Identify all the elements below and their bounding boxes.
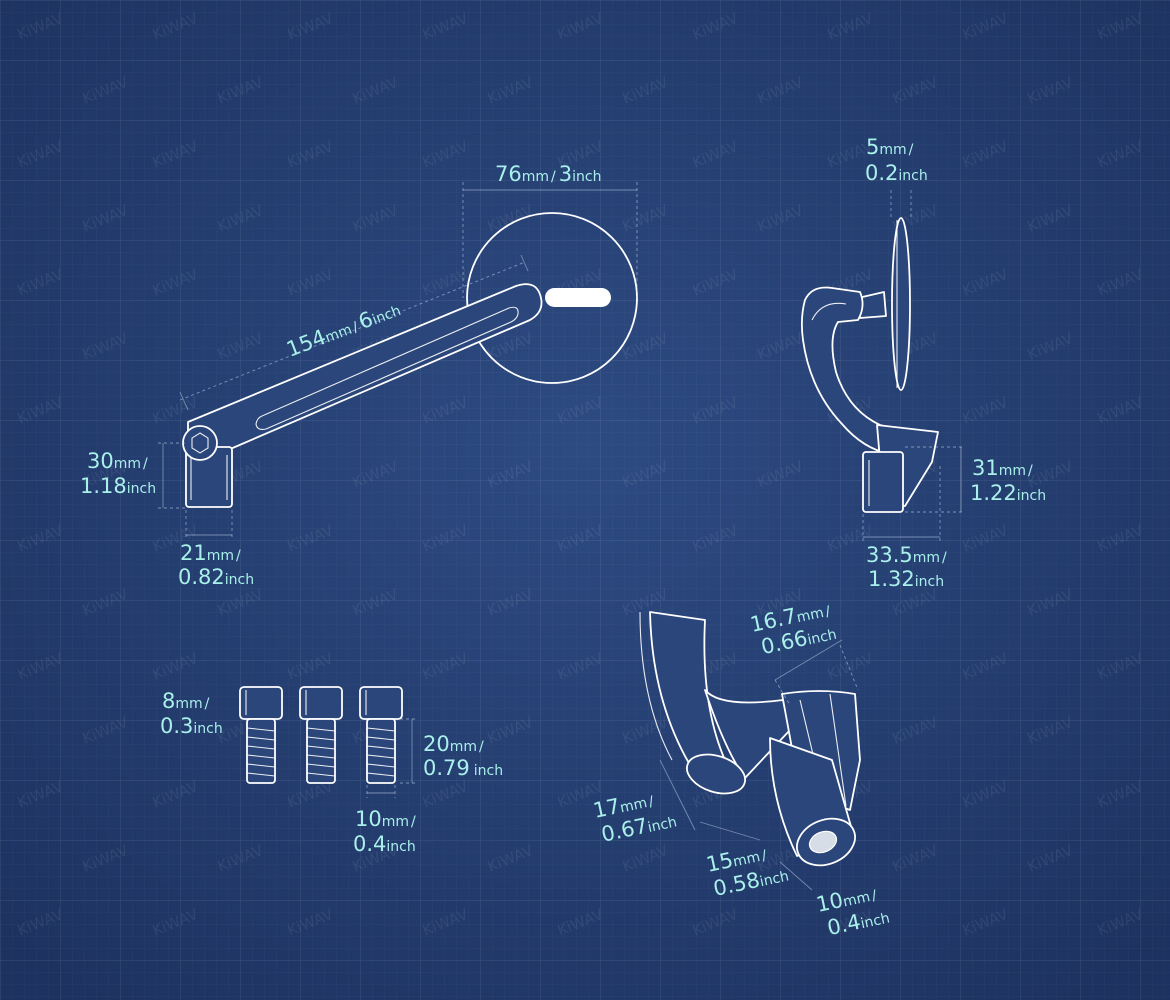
- bolts: [239, 686, 416, 798]
- mirror-led-strip: [545, 288, 611, 307]
- side-width-extension: [862, 466, 941, 542]
- side-arm: [800, 286, 901, 456]
- detail-outer-ring: [686, 753, 746, 795]
- arm-length-ticks: [179, 254, 529, 411]
- mount-top-extension: [774, 644, 859, 706]
- front-view: [158, 182, 638, 540]
- mount-top-line: [774, 639, 843, 681]
- bolt-head-inch-label: 0.3inch: [160, 714, 223, 738]
- bolt-diameter-extension: [366, 785, 396, 798]
- svg-text:17mm/: 17mm/: [591, 787, 656, 823]
- dimension-labels: 76mm/3inch 154mm/6inch 30mm/ 1.18inch 21…: [80, 135, 1046, 941]
- side-width-label: 33.5mm/: [866, 543, 947, 567]
- mount-bore-line: [779, 861, 813, 891]
- bolt-length-extension: [400, 718, 416, 784]
- svg-text:15mm/: 15mm/: [704, 841, 769, 877]
- bolt: [359, 686, 403, 784]
- mirror-thickness-extension: [890, 190, 912, 218]
- mirror-diameter-label: 76mm/3inch: [495, 162, 601, 186]
- mount-outer-line: [659, 759, 696, 831]
- bolt-diameter-inch-label: 0.4inch: [353, 832, 416, 856]
- detail-arm-edge: [639, 611, 673, 761]
- bolt-length-label: 20mm/: [423, 732, 484, 756]
- svg-text:10mm/: 10mm/: [814, 881, 879, 917]
- side-view: [800, 190, 965, 542]
- arm-length-line: [179, 261, 526, 401]
- base-width-inch-label: 0.82inch: [178, 565, 254, 589]
- arm-slot: [255, 306, 519, 430]
- arm-pivot: [182, 425, 218, 461]
- bolt-diameter-label: 10mm/: [355, 807, 416, 831]
- mirror-diameter-extension: [462, 182, 638, 298]
- bolt-head-label: 8mm/: [162, 689, 210, 713]
- side-height-inch-label: 1.22inch: [970, 481, 1046, 505]
- base-height-extension: [158, 442, 186, 509]
- front-mount-edge: [190, 455, 228, 500]
- mount-outer-label: 17mm/ 0.67inch: [591, 787, 678, 847]
- mount-hole-line: [699, 821, 761, 841]
- svg-text:0.4inch: 0.4inch: [825, 904, 891, 941]
- side-arm-contour: [811, 302, 847, 321]
- side-mount-base: [862, 451, 904, 513]
- mount-bore-label: 10mm/ 0.4inch: [814, 881, 891, 941]
- bolt: [239, 686, 283, 784]
- bolt: [299, 686, 343, 784]
- mirror-thickness-label: 5mm/: [866, 135, 914, 159]
- hex-socket-icon: [191, 432, 209, 454]
- detail-bore: [808, 830, 838, 854]
- mount-detail: [639, 611, 861, 891]
- side-height-label: 31mm/: [972, 456, 1033, 480]
- base-height-inch-label: 1.18inch: [80, 474, 156, 498]
- svg-text:0.67inch: 0.67inch: [599, 807, 678, 846]
- side-mirror-glass: [891, 217, 911, 391]
- side-height-extension: [905, 446, 965, 513]
- base-height-label: 30mm/: [87, 449, 148, 473]
- side-width-inch-label: 1.32inch: [868, 567, 944, 591]
- base-width-label: 21mm/: [180, 541, 241, 565]
- mirror-thickness-inch-label: 0.2inch: [865, 161, 928, 185]
- mount-hole-label: 15mm/ 0.58inch: [704, 841, 790, 901]
